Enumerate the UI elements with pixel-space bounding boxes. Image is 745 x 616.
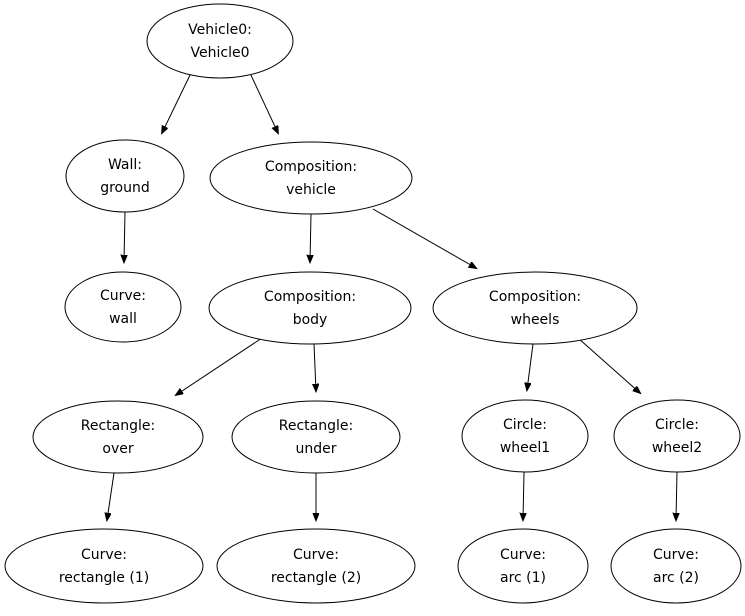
graph-node[interactable]: Curve: rectangle (2) — [216, 528, 416, 604]
node-label-line1: Circle: — [503, 417, 547, 433]
node-label-line1: Curve: — [100, 288, 146, 304]
nodes-layer: Vehicle0:Vehicle0Wall:groundComposition:… — [4, 3, 742, 604]
node-label-line1: Curve: — [81, 547, 127, 563]
graph-edge — [124, 211, 125, 262]
node-label-line2: rectangle (2) — [271, 570, 361, 586]
node-label-line2: wheels — [511, 312, 560, 328]
graph-edge — [162, 72, 192, 133]
node-ellipse[interactable] — [208, 271, 412, 345]
node-ellipse[interactable] — [457, 528, 589, 604]
node-label-line1: Rectangle: — [279, 418, 353, 434]
node-label-line1: Rectangle: — [81, 418, 155, 434]
edge-line — [527, 343, 534, 390]
node-label-line2: under — [295, 441, 336, 457]
edge-line — [176, 337, 263, 395]
graph-edge — [249, 72, 278, 133]
node-ellipse[interactable] — [613, 399, 741, 473]
node-label-line2: arc (2) — [653, 570, 699, 586]
edge-line — [249, 72, 278, 133]
node-ellipse[interactable] — [209, 141, 413, 215]
node-label-line1: Composition: — [489, 289, 581, 305]
graph-node[interactable]: Composition: wheels — [432, 271, 638, 345]
node-ellipse[interactable] — [216, 528, 416, 604]
node-ellipse[interactable] — [64, 271, 182, 343]
edge-line — [310, 213, 311, 262]
edge-line — [107, 472, 115, 520]
graph-node[interactable]: Wall: ground — [65, 139, 185, 213]
node-label-line2: wheel2 — [652, 440, 702, 456]
graph-node[interactable]: Circle: wheel2 — [613, 399, 741, 473]
node-label-line1: Wall: — [108, 157, 142, 173]
edge-line — [676, 471, 677, 520]
edge-line — [372, 208, 476, 268]
node-ellipse[interactable] — [610, 528, 742, 604]
node-label-line2: ground — [100, 180, 150, 196]
graph-edge — [577, 337, 640, 393]
node-ellipse[interactable] — [32, 400, 204, 474]
graph-node[interactable]: Rectangle: over — [32, 400, 204, 474]
node-label-line1: Curve: — [500, 547, 546, 563]
node-label-line2: over — [102, 441, 133, 457]
node-label-line2: arc (1) — [500, 570, 546, 586]
node-label-line1: Circle: — [655, 417, 699, 433]
graph-node[interactable]: Curve: rectangle (1) — [4, 528, 204, 604]
graph-node[interactable]: Composition: body — [208, 271, 412, 345]
graph-edge — [310, 213, 311, 262]
graph-edge — [107, 472, 115, 520]
graph-node[interactable]: Curve: arc (1) — [457, 528, 589, 604]
node-label-line1: Composition: — [265, 159, 357, 175]
edge-line — [523, 471, 524, 520]
edge-line — [314, 343, 316, 391]
edge-line — [577, 337, 640, 393]
node-label-line1: Curve: — [653, 547, 699, 563]
node-label-line2: wheel1 — [500, 440, 550, 456]
node-label-line2: rectangle (1) — [59, 570, 149, 586]
node-label-line2: wall — [109, 311, 137, 327]
graph-node[interactable]: Composition: vehicle — [209, 141, 413, 215]
graph-node[interactable]: Circle: wheel1 — [461, 399, 589, 473]
graph-edge — [527, 343, 534, 390]
node-label-line1: Composition: — [264, 289, 356, 305]
edges-layer — [107, 72, 677, 520]
node-ellipse[interactable] — [65, 139, 185, 213]
graph-edge — [314, 343, 316, 391]
graph-edge — [176, 337, 263, 395]
node-ellipse[interactable] — [4, 528, 204, 604]
graph-node[interactable]: Curve: wall — [64, 271, 182, 343]
node-label-line1: Curve: — [293, 547, 339, 563]
edge-line — [162, 72, 192, 133]
graph-node[interactable]: Rectangle: under — [231, 400, 401, 474]
node-label-line2: Vehicle0 — [191, 45, 250, 61]
node-label-line1: Vehicle0: — [188, 22, 252, 38]
graph-node[interactable]: Curve: arc (2) — [610, 528, 742, 604]
edge-line — [124, 211, 125, 262]
node-ellipse[interactable] — [231, 400, 401, 474]
node-ellipse[interactable] — [432, 271, 638, 345]
node-label-line2: body — [293, 312, 328, 328]
node-ellipse[interactable] — [146, 3, 294, 79]
node-ellipse[interactable] — [461, 399, 589, 473]
graph-edge — [372, 208, 476, 268]
graph-node[interactable]: Vehicle0: Vehicle0 — [146, 3, 294, 79]
node-label-line2: vehicle — [286, 182, 336, 198]
graph-edge — [676, 471, 677, 520]
graph-edge — [523, 471, 524, 520]
